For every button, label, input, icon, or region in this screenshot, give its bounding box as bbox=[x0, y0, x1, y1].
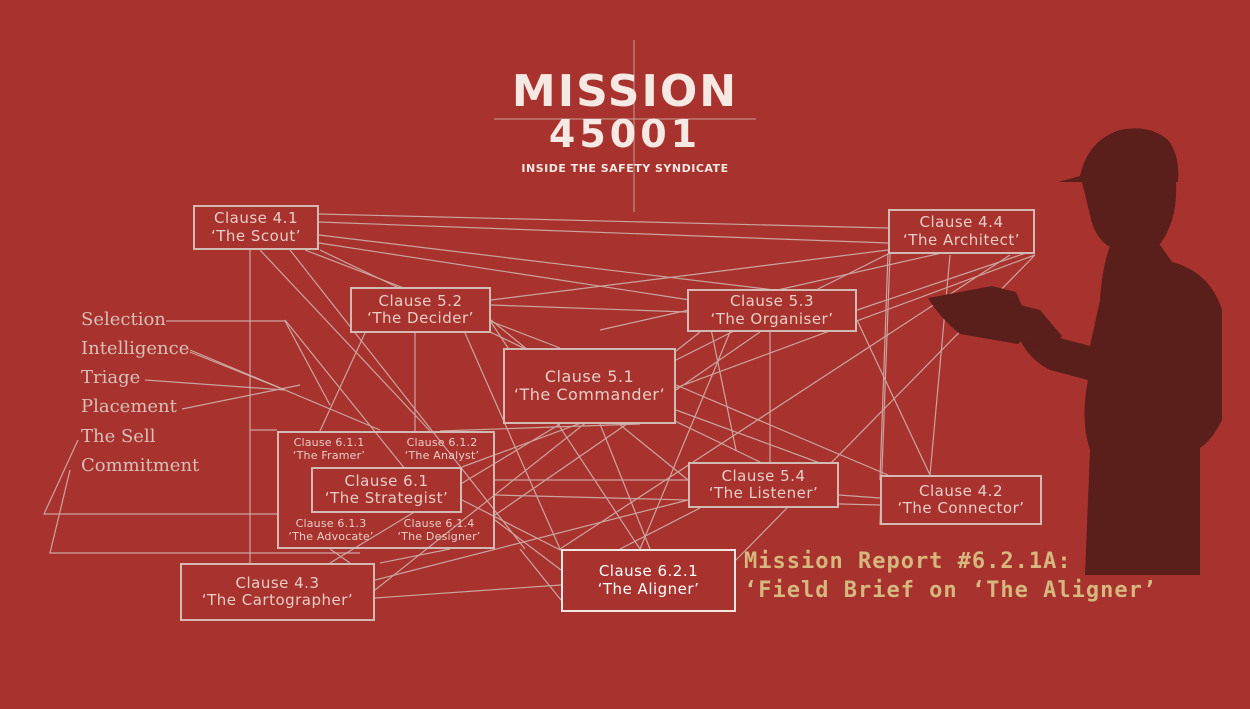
clause-6-1-1-box: Clause 6.1.1 ‘The Framer’ bbox=[292, 436, 366, 462]
clause-4-4-box: Clause 4.4 ‘The Architect’ bbox=[888, 209, 1035, 254]
clause-4-3-box: Clause 4.3 ‘The Cartographer’ bbox=[180, 563, 375, 621]
label-selection: Selection bbox=[81, 309, 166, 330]
label-the-sell: The Sell bbox=[81, 426, 156, 447]
label-placement: Placement bbox=[81, 396, 177, 417]
report-subtitle: ‘Field Brief on ‘The Aligner’ bbox=[744, 578, 1158, 603]
clause-6-1-4-box: Clause 6.1.4 ‘The Designer’ bbox=[397, 517, 481, 543]
clause-4-1-box: Clause 4.1 ‘The Scout’ bbox=[193, 205, 319, 250]
label-commitment: Commitment bbox=[81, 455, 200, 476]
clause-6-1-cluster bbox=[277, 431, 495, 549]
label-intelligence: Intelligence bbox=[81, 338, 190, 359]
label-brackets bbox=[43, 320, 360, 554]
clause-5-4-box: Clause 5.4 ‘The Listener’ bbox=[688, 462, 839, 508]
clause-5-2-box: Clause 5.2 ‘The Decider’ bbox=[350, 287, 491, 333]
label-triage: Triage bbox=[81, 367, 141, 388]
crosshair-icon bbox=[494, 40, 756, 212]
clause-6-1-box: Clause 6.1 ‘The Strategist’ bbox=[311, 467, 462, 513]
clause-4-2-box: Clause 4.2 ‘The Connector’ bbox=[880, 475, 1042, 525]
poster-tagline: INSIDE THE SAFETY SYNDICATE bbox=[521, 162, 729, 175]
clause-5-1-box: Clause 5.1 ‘The Commander’ bbox=[503, 348, 676, 424]
poster-title-line2: 45001 bbox=[548, 112, 702, 156]
clause-6-1-3-box: Clause 6.1.3 ‘The Advocate’ bbox=[288, 517, 374, 543]
poster-title-line1: MISSION bbox=[511, 66, 739, 117]
clause-6-1-2-box: Clause 6.1.2 ‘The Analyst’ bbox=[404, 436, 480, 462]
report-title: Mission Report #6.2.1A: bbox=[744, 549, 1072, 574]
clause-5-3-box: Clause 5.3 ‘The Organiser’ bbox=[687, 289, 857, 332]
worker-silhouette-icon bbox=[928, 128, 1222, 575]
clause-6-2-1-box: Clause 6.2.1 ‘The Aligner’ bbox=[561, 549, 736, 612]
